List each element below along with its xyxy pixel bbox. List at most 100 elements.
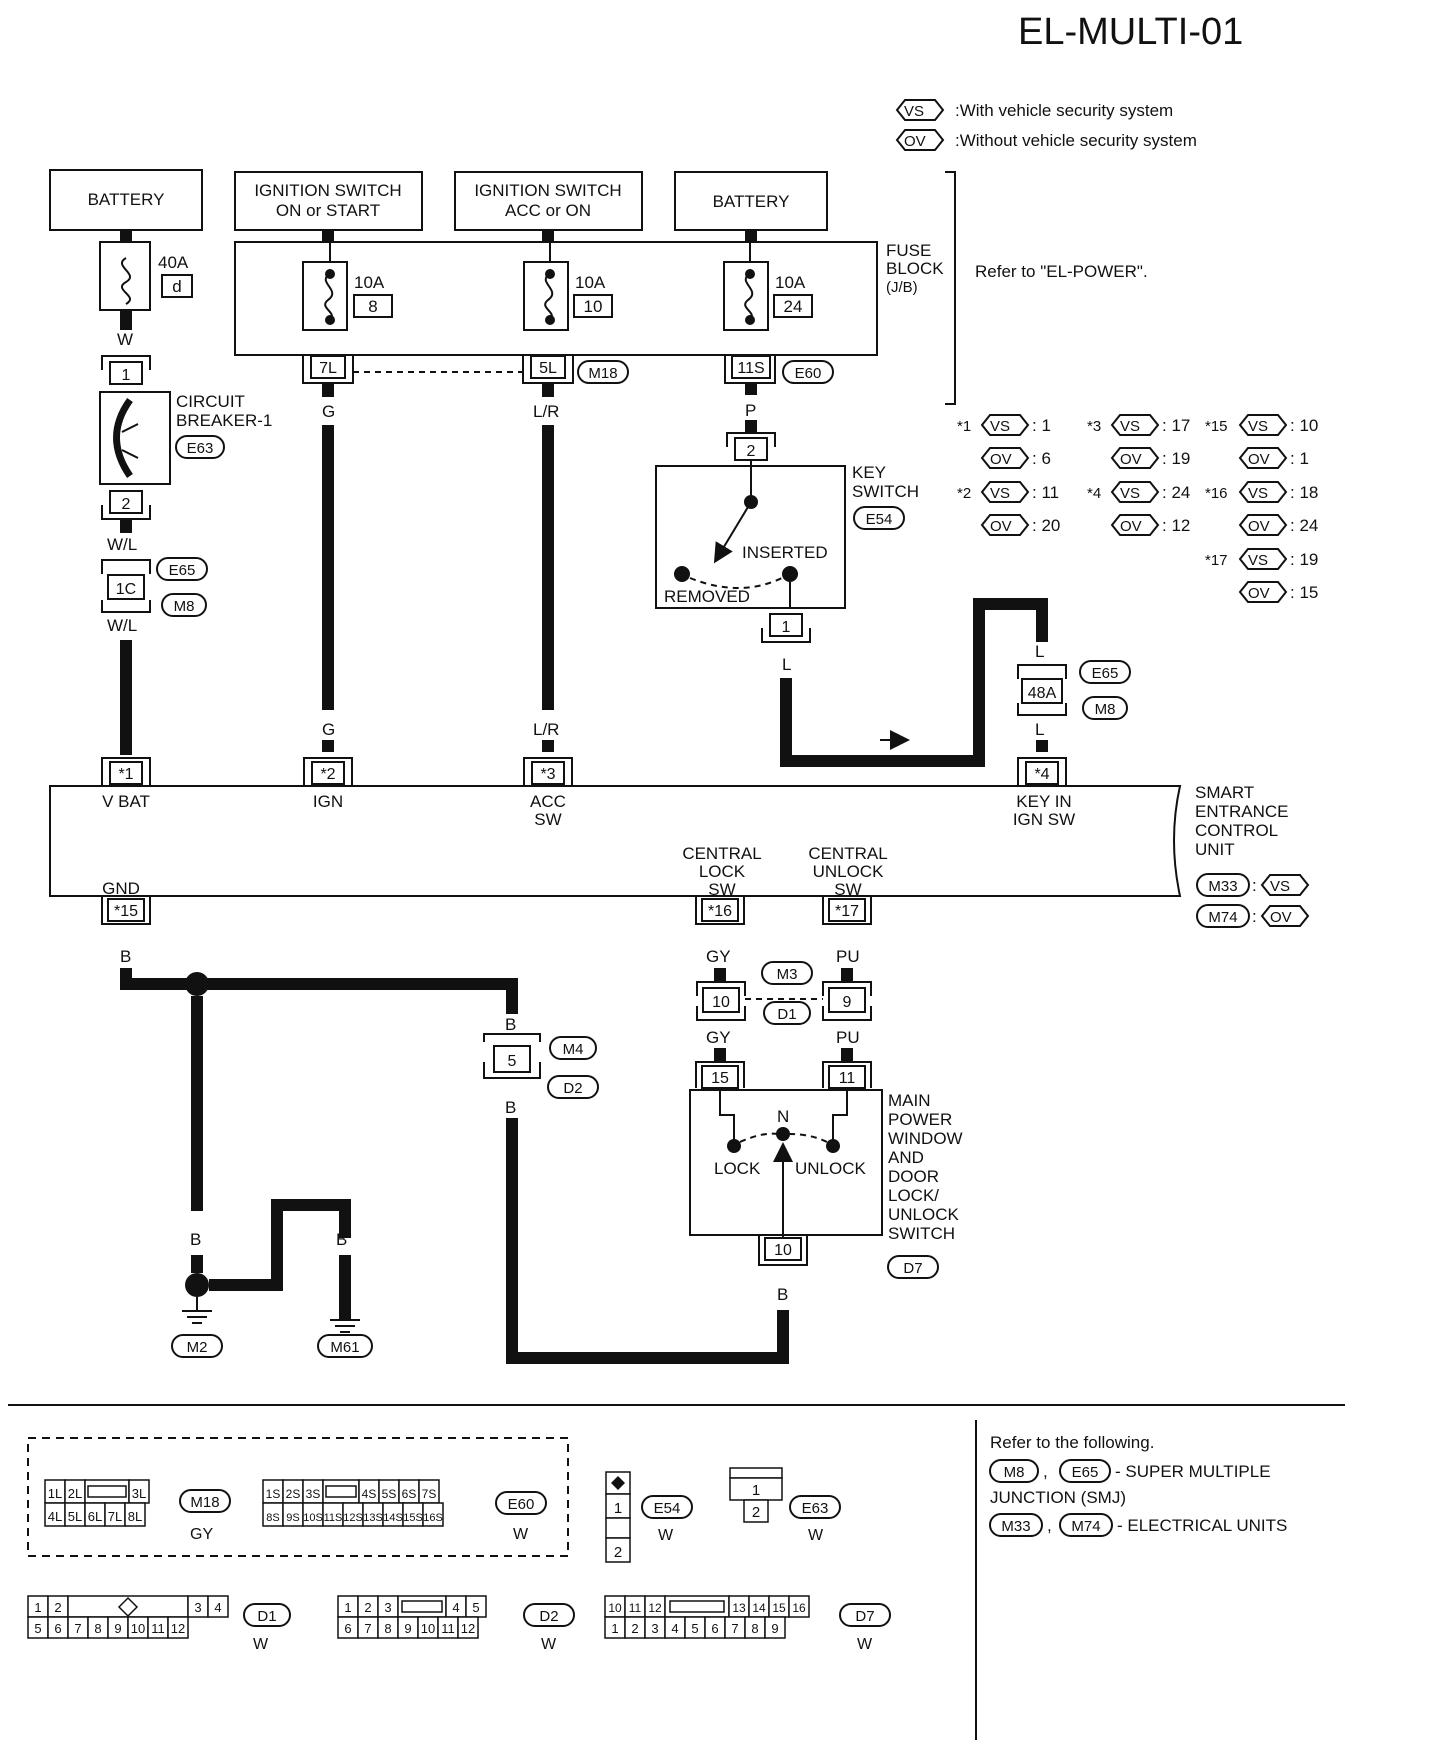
d2-top-pin-label: 4 xyxy=(452,1600,459,1615)
e60-top-latch xyxy=(325,1485,357,1498)
note-16-vs: : 18 xyxy=(1290,483,1318,502)
circuit-breaker-element xyxy=(113,397,133,478)
fuse-10-rating: 10A xyxy=(575,273,606,292)
note-16-vs-tag: VS xyxy=(1248,485,1268,502)
pin-acc-1: ACC xyxy=(530,792,566,811)
note-4: *4 xyxy=(1087,485,1101,502)
d1-key-diamond xyxy=(117,1596,139,1618)
m4-tag xyxy=(549,1036,597,1060)
wire-b-label-4: B xyxy=(336,1230,347,1249)
battery-right-label: BATTERY xyxy=(713,192,790,211)
refer-e65-tag-label: E65 xyxy=(1072,1464,1099,1481)
note-15-vs-tag: VS xyxy=(1248,418,1268,435)
battery-left-label: BATTERY xyxy=(88,190,165,209)
e60-face-tag-label: E60 xyxy=(508,1496,535,1513)
pin-keyin-2: IGN SW xyxy=(1013,810,1075,829)
p17-shell xyxy=(822,896,872,925)
ign-on-start-line1: IGNITION SWITCH xyxy=(254,181,401,200)
e60-tag-label: E60 xyxy=(795,365,822,382)
unit-name-2: ENTRANCE xyxy=(1195,802,1289,821)
m18-tag-label: M18 xyxy=(588,365,617,382)
d7-top-pin-label: 11 xyxy=(629,1601,642,1615)
pin-acc-2: SW xyxy=(534,810,561,829)
unlock-contact-lead xyxy=(832,1090,848,1145)
m74-colon: : xyxy=(1252,907,1257,926)
d7-top-pin-label: 12 xyxy=(648,1601,662,1615)
refer-m74-tag xyxy=(1059,1513,1113,1537)
note-4-vs-tag: VS xyxy=(1120,485,1140,502)
c5-shell-bottom xyxy=(483,1062,541,1079)
c10b-shell xyxy=(758,1235,808,1266)
c9-shell-bottom xyxy=(822,1006,872,1021)
e54-pin-label: 1 xyxy=(614,1500,622,1517)
e60-bot-pin-label: 14S xyxy=(383,1512,403,1524)
d2-tag-label: D2 xyxy=(563,1080,582,1097)
p4-pin: *4 xyxy=(1034,766,1049,783)
c10-shell-top xyxy=(696,981,746,996)
e60-bot-pin-label: 10S xyxy=(303,1512,323,1524)
c48a-conn xyxy=(1021,678,1063,704)
refer-m8-tag-label: M8 xyxy=(1004,1464,1025,1481)
dashed-enclosure xyxy=(27,1437,569,1557)
wire-wl-label-2: W/L xyxy=(107,616,137,635)
e54-key-diamond xyxy=(611,1476,625,1490)
m2-tag-label: M2 xyxy=(187,1339,208,1356)
lock-contact xyxy=(727,1139,741,1153)
d1-top-pin-label: 4 xyxy=(214,1600,221,1615)
refer-line-3: JUNCTION (SMJ) xyxy=(990,1488,1126,1507)
refer-m74-tag-label: M74 xyxy=(1071,1518,1100,1535)
d7-top-pin-label: 13 xyxy=(732,1601,746,1615)
fuse-40a-rating: 40A xyxy=(158,253,189,272)
e60-top-pin-label: 3S xyxy=(306,1487,321,1501)
circuit-breaker-label-1: CIRCUIT xyxy=(176,392,245,411)
fuse-block-label-1: FUSE xyxy=(886,241,931,260)
m18-top-pin-label: 1L xyxy=(48,1486,62,1501)
fuse-10-id-box xyxy=(573,294,613,318)
note-15-vs: : 10 xyxy=(1290,416,1318,435)
e60-bot-pin-label: 8S xyxy=(266,1512,279,1524)
switch-n-label: N xyxy=(777,1107,789,1126)
p15-shell xyxy=(101,896,151,925)
switch-unlock-label: UNLOCK xyxy=(795,1159,867,1178)
d7-latch xyxy=(669,1600,725,1613)
d1-tag-label: D1 xyxy=(777,1006,796,1023)
e60-top-pin-label: 2S xyxy=(286,1487,301,1501)
fuse-24-rating: 10A xyxy=(775,273,806,292)
wire-l-label-1: L xyxy=(782,655,791,674)
e54-pin-label: 2 xyxy=(614,1544,622,1561)
page-title: EL-MULTI-01 xyxy=(1018,11,1243,53)
d2-bot-pin-label: 11 xyxy=(441,1621,455,1636)
c11s-pin: 11S xyxy=(737,360,764,377)
note-15: *15 xyxy=(1205,418,1228,435)
p4-conn xyxy=(1025,761,1059,785)
c10-shell-bottom xyxy=(696,1006,746,1021)
d2-top-pin-label: 1 xyxy=(344,1600,351,1615)
d2-bot-pin-label: 8 xyxy=(384,1621,391,1636)
wire-b-label-7: B xyxy=(777,1285,788,1304)
ign-acc-on-box xyxy=(454,171,643,231)
c11-pin: 11 xyxy=(839,1070,856,1087)
p16-pin: *16 xyxy=(708,903,732,920)
note-1-ov: : 6 xyxy=(1032,449,1051,468)
note-17-vs: : 19 xyxy=(1290,550,1318,569)
wire-g-label-1: G xyxy=(322,402,335,421)
note-2-ov-tag: OV xyxy=(990,518,1012,535)
e63-tag xyxy=(175,435,225,459)
wire-b-m61-loop xyxy=(209,1199,351,1291)
cb-conn2-pin: 2 xyxy=(122,496,131,513)
m4-tag-label: M4 xyxy=(563,1041,584,1058)
d7-bot-pin-label: 1 xyxy=(611,1621,618,1636)
note-2: *2 xyxy=(957,485,971,502)
d7-bot-pin-label: 2 xyxy=(631,1621,638,1636)
refer-line-2: - SUPER MULTIPLE xyxy=(1115,1462,1271,1481)
c15-pin: 15 xyxy=(711,1070,729,1087)
d2-latch xyxy=(401,1600,443,1613)
d7-tag-label: D7 xyxy=(903,1260,922,1277)
c9-conn xyxy=(828,987,866,1013)
e60-bot-pin-label: 9S xyxy=(286,1512,299,1524)
legend: VS :With vehicle security system OV :Wit… xyxy=(895,99,1197,151)
m8-tag-a xyxy=(161,593,207,617)
circuit-breaker-ticks xyxy=(121,423,139,459)
c5l-conn xyxy=(530,355,566,379)
wire-l-main xyxy=(780,598,1048,767)
